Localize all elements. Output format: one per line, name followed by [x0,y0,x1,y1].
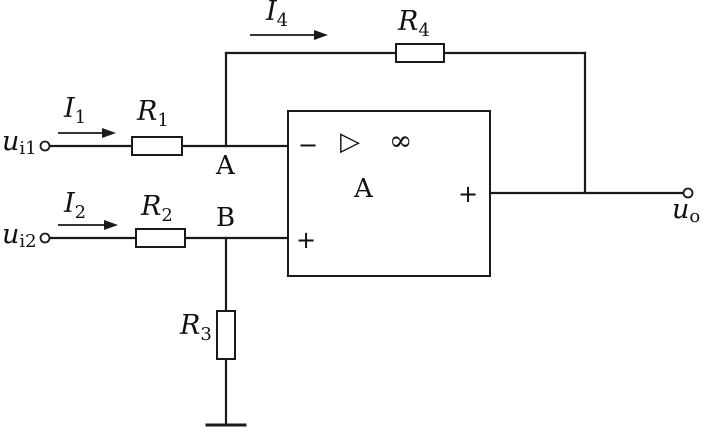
op-amp: − + + ▷ ∞ A [287,110,491,277]
op-amp-minus-sign: − [298,131,318,159]
label-r2: R2 [140,191,173,226]
resistor-r1 [131,136,183,156]
label-node-b: B [216,203,235,233]
label-node-a: A [215,151,236,181]
op-amp-plus-input-sign: + [296,226,316,254]
label-i2: I2 [63,188,86,223]
resistor-r4 [395,43,445,63]
current-arrow-i4 [250,30,328,40]
label-r3: R3 [179,310,212,345]
op-amp-plus-output-sign: + [458,180,478,208]
terminal-uo [682,187,694,199]
op-amp-triangle-icon: ▷ [340,127,360,157]
op-amp-gain-infinity: ∞ [389,124,412,157]
label-i4: I4 [265,0,288,31]
resistor-r2 [135,228,186,248]
label-ui2: ui2 [2,219,37,252]
terminal-ui2 [39,232,51,244]
label-ui1: ui1 [2,126,37,159]
current-arrow-i1 [58,128,116,138]
resistor-r3 [216,310,236,360]
label-uo: uo [672,194,700,227]
label-r1: R1 [136,96,169,131]
label-i1: I1 [63,93,86,128]
op-amp-body [287,110,491,277]
current-arrow-i2 [58,220,118,230]
terminal-ui1 [39,140,51,152]
label-r4: R4 [397,6,430,41]
wires [48,51,685,427]
op-amp-label: A [353,174,374,204]
